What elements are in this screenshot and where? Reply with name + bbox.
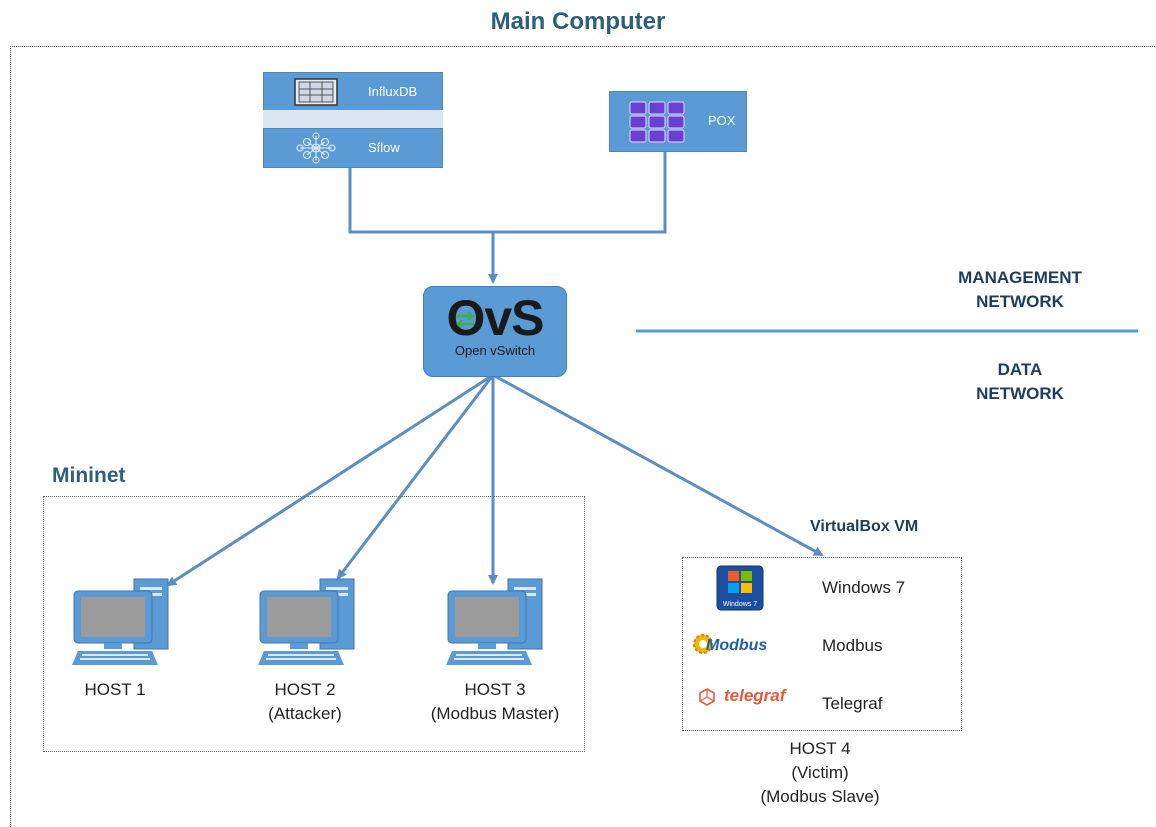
host4-role-detail: (Modbus Slave) <box>760 787 880 806</box>
diagram-title: Main Computer <box>490 8 666 35</box>
vm-item-windows: Windows 7 <box>822 578 906 597</box>
management-network-label: MANAGEMENT NETWORK <box>940 266 1100 314</box>
vm-item-telegraf: Telegraf <box>822 694 883 713</box>
main-computer-boundary <box>10 46 1156 827</box>
telegraf-logo: telegraf <box>724 686 786 705</box>
controller-grid-icon <box>629 101 685 143</box>
database-icon <box>294 78 338 106</box>
desktop-computer-icon <box>446 578 543 665</box>
ovs-switch: OvS Open vSwitch <box>423 286 567 377</box>
mininet-boundary <box>43 496 585 752</box>
influxdb-box: InfluxDB <box>263 72 443 112</box>
sflow-box: Sflow <box>263 128 443 168</box>
management-label-line2: NETWORK <box>976 292 1064 311</box>
telegraf-logo-icon <box>699 688 715 706</box>
stack-spacer <box>263 110 443 128</box>
switch-arrows-icon <box>456 311 474 329</box>
data-label-line1: DATA <box>997 360 1043 379</box>
pox-label: POX <box>708 113 736 128</box>
host2-name: HOST 2 <box>274 680 336 699</box>
ovs-to-host1-arrow <box>166 373 494 587</box>
windows-badge-text: Windows 7 <box>723 601 757 608</box>
host2-label: HOST 2 (Attacker) <box>240 678 370 726</box>
vm-item-modbus: Modbus <box>822 636 883 655</box>
desktop-computer-icon <box>258 578 355 665</box>
host1-name: HOST 1 <box>84 680 146 699</box>
influxdb-label: InfluxDB <box>368 84 418 99</box>
ovs-to-host2-arrow <box>336 374 495 580</box>
modbus-logo: Modbus <box>706 637 768 654</box>
connector-lines <box>166 150 1138 587</box>
data-network-label: DATA NETWORK <box>940 358 1100 406</box>
host4-name: HOST 4 <box>789 739 851 758</box>
windows-logo-icon: Windows 7 <box>716 565 764 611</box>
sflow-label: Sflow <box>368 140 400 155</box>
virtualbox-boundary <box>682 557 962 731</box>
management-label-line1: MANAGEMENT <box>958 268 1082 287</box>
virtualbox-title: VirtualBox VM <box>810 518 919 535</box>
host4-label: HOST 4 (Victim) (Modbus Slave) <box>740 737 900 809</box>
sflow-connector <box>348 168 493 234</box>
host3-name: HOST 3 <box>464 680 526 699</box>
host3-label: HOST 3 (Modbus Master) <box>410 678 580 726</box>
host4-role: (Victim) <box>791 763 849 782</box>
pox-box: POX <box>609 91 747 152</box>
ovs-logo-text: OvS <box>446 290 544 346</box>
pox-connector <box>493 150 667 234</box>
desktop-computer-icon <box>72 578 169 665</box>
host3-role: (Modbus Master) <box>430 704 560 723</box>
host1-label: HOST 1 <box>60 678 170 702</box>
ovs-to-host4-arrow <box>492 373 824 557</box>
mininet-title: Mininet <box>52 464 126 487</box>
network-graph-icon <box>296 132 336 164</box>
data-label-line2: NETWORK <box>976 384 1064 403</box>
modbus-gear-icon <box>693 634 713 654</box>
ovs-subtitle: Open vSwitch <box>454 343 536 358</box>
host2-role: (Attacker) <box>268 704 342 723</box>
